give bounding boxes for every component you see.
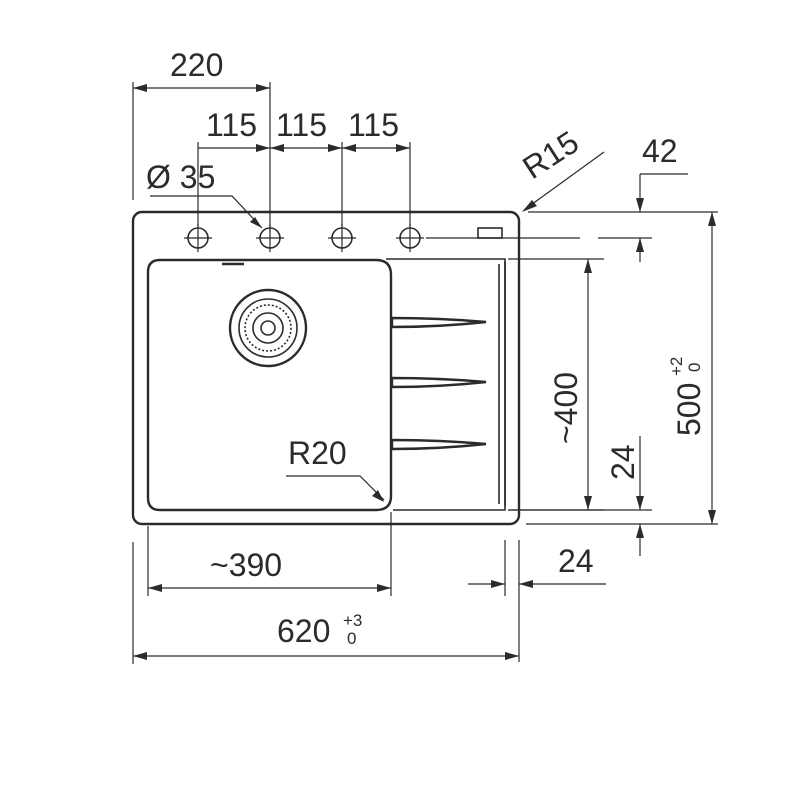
- label-spacing-2: 115: [276, 107, 327, 143]
- svg-text:+3: +3: [343, 611, 362, 630]
- svg-text:500: 500: [671, 383, 707, 436]
- label-bowl-radius: R20: [288, 435, 347, 471]
- tap-hole-4: [396, 224, 424, 252]
- label-corner-radius: R15: [516, 124, 585, 186]
- tap-hole-1: [184, 224, 212, 252]
- dimension-220: [132, 82, 271, 232]
- label-spacing-3: 115: [348, 107, 399, 143]
- label-total-width: 620 +3 0: [277, 611, 362, 649]
- dimension-500: [526, 211, 718, 525]
- svg-text:620: 620: [277, 613, 330, 649]
- tap-hole-3: [328, 224, 356, 252]
- dimension-hole-spacing: [197, 142, 411, 226]
- svg-text:+2: +2: [667, 357, 686, 376]
- svg-text:0: 0: [685, 363, 704, 372]
- dimension-42: [426, 173, 688, 262]
- dimension-24-horizontal: [468, 540, 606, 662]
- label-total-depth: 500 +2 0: [667, 357, 707, 436]
- leader-corner-radius: [522, 151, 605, 212]
- label-side-edge: 24: [558, 543, 594, 579]
- label-bowl-width: ~390: [210, 547, 282, 583]
- label-hole-offset: 220: [170, 47, 223, 83]
- svg-text:0: 0: [347, 629, 356, 648]
- dimension-390: [147, 512, 392, 596]
- label-hole-diameter: Ø 35: [146, 159, 215, 195]
- label-bowl-length: ~400: [548, 372, 584, 444]
- label-deck-offset: 42: [642, 133, 678, 169]
- bowl-outline: [146, 258, 393, 512]
- overflow-button: [477, 227, 503, 239]
- dimension-620: [132, 542, 519, 664]
- dimension-24-vertical: [508, 436, 652, 556]
- leader-hole-diameter: [150, 195, 263, 229]
- drainer-board: [386, 258, 506, 511]
- label-spacing-1: 115: [206, 107, 257, 143]
- leader-bowl-radius: [286, 475, 385, 502]
- label-drainer-edge: 24: [605, 444, 641, 480]
- sink-outer-outline: [131, 210, 521, 526]
- drain-icon: [228, 288, 308, 368]
